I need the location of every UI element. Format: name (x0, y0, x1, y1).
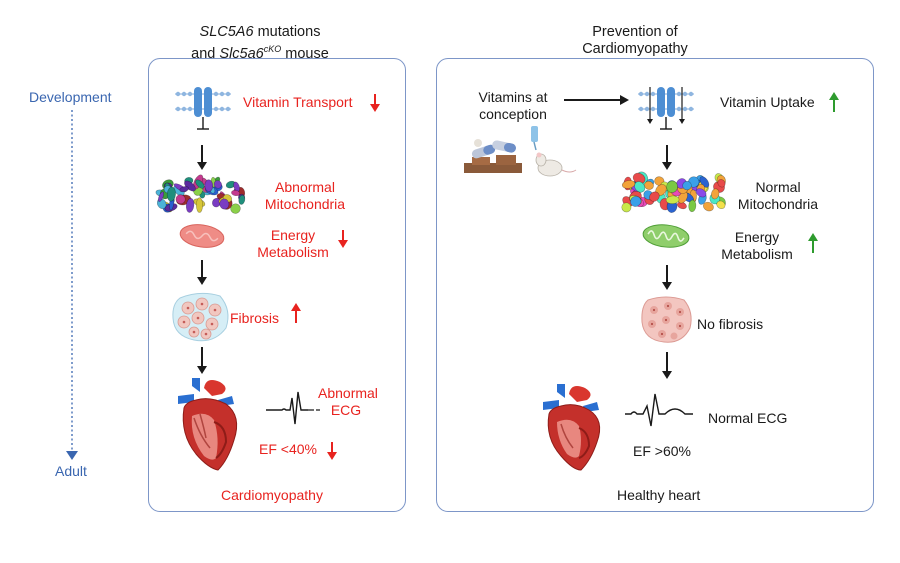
mito-blob (195, 179, 205, 189)
title-text: mutations (253, 24, 321, 40)
abnormal-mitochondria-icon (155, 174, 246, 214)
abnormal-ecg-line1: Abnormal (318, 385, 378, 401)
mito-blob (621, 180, 636, 189)
mito-blob (166, 186, 176, 202)
abnormal-mito-line1: Abnormal (275, 179, 335, 195)
normal-mito-line2: Mitochondria (737, 196, 819, 212)
vitamin-pills-icon (464, 139, 522, 173)
mito-blob (157, 191, 165, 202)
gene-name: SLC5A6 (199, 24, 254, 40)
timeline-end-label: Adult (55, 463, 87, 479)
up-arrow-icon (808, 233, 818, 253)
mito-blob (717, 179, 726, 188)
no-fibrosis-label: No fibrosis (697, 316, 764, 332)
up-arrow-icon (291, 303, 301, 323)
ef-right-label: EF >60% (633, 443, 691, 459)
right-title-line2: Cardiomyopathy (582, 41, 688, 57)
flow-arrow (662, 352, 672, 379)
flow-arrow (564, 95, 629, 105)
timeline-arrow (66, 110, 78, 460)
normal-ecg-trace (625, 393, 693, 427)
mito-blob (682, 180, 692, 191)
mito-blob (666, 180, 678, 193)
ef-left-label: EF <40% (259, 441, 317, 457)
mito-blob (649, 191, 660, 202)
mito-blob (665, 195, 680, 205)
fibrosis-label: Fibrosis (230, 310, 280, 326)
mouse-model: Slc5a6 (219, 45, 264, 62)
abnormal-ecg-line2: ECG (330, 402, 362, 418)
fibrotic-tissue-icon (172, 292, 229, 342)
flow-arrow (197, 260, 207, 285)
title-mouse-text: mouse (281, 45, 329, 62)
abnormal-ecg-trace (266, 391, 320, 425)
down-arrow-icon (327, 442, 337, 460)
flow-arrow (197, 145, 207, 170)
mito-blob (634, 181, 646, 193)
mito-blob (644, 180, 654, 190)
mito-blob (238, 194, 246, 205)
vitamins-line2: conception (479, 106, 547, 122)
mito-blob (688, 199, 697, 213)
mito-blob (630, 195, 642, 207)
down-arrow-icon (338, 230, 348, 248)
up-arrow-icon (829, 92, 839, 112)
mito-blob (213, 180, 222, 189)
normal-mitochondria-icon (621, 171, 726, 213)
mouse-icon (531, 126, 577, 177)
down-arrow-icon (370, 94, 380, 112)
vitamins-line1: Vitamins at (478, 89, 548, 105)
vitamin-uptake-label: Vitamin Uptake (720, 94, 815, 110)
left-panel (148, 58, 406, 512)
energy-line1: Energy (270, 227, 316, 243)
outcome-right-label: Healthy heart (617, 487, 701, 503)
timeline-start-label: Development (29, 89, 112, 105)
left-panel-title: SLC5A6 mutations and Slc5a6cKO mouse (190, 24, 330, 63)
energy-right-line1: Energy (734, 229, 780, 245)
abnormal-mito-line2: Mitochondria (264, 196, 346, 212)
mito-blob (716, 200, 726, 209)
right-panel-title: Prevention of Cardiomyopathy (555, 24, 715, 58)
vitamin-transport-label: Vitamin Transport (243, 94, 353, 110)
heart-icon (543, 384, 601, 471)
energy-right-line2: Metabolism (721, 246, 793, 262)
healthy-tissue-icon (641, 296, 692, 343)
normal-ecg-label: Normal ECG (708, 410, 788, 426)
mito-blob (695, 188, 707, 198)
outcome-left-label: Cardiomyopathy (221, 487, 323, 503)
mitochondrion-icon (642, 224, 690, 248)
energy-metabolism-label: Energy Metabolism (248, 227, 338, 261)
energy-metabolism-label-right: Energy Metabolism (712, 229, 802, 263)
mito-blob (219, 198, 230, 210)
transporter-icon (638, 87, 694, 130)
normal-mito-line1: Normal (755, 179, 801, 195)
mito-blob (621, 202, 632, 213)
abnormal-mitochondria-label: Abnormal Mitochondria (262, 179, 348, 213)
mito-blob (179, 186, 190, 193)
abnormal-ecg-label: Abnormal ECG (318, 385, 378, 419)
flow-arrow (662, 265, 672, 290)
right-panel (436, 58, 874, 512)
mouse-sup: cKO (263, 44, 282, 54)
mito-blob (702, 201, 714, 212)
transporter-icon (175, 87, 231, 130)
mito-blob (204, 179, 214, 192)
mito-blob (175, 194, 186, 205)
flow-arrow (662, 145, 672, 170)
energy-line2: Metabolism (257, 244, 329, 260)
normal-mitochondria-label: Normal Mitochondria (728, 179, 828, 213)
title-and: and (191, 45, 220, 62)
right-title-line1: Prevention of (592, 24, 678, 40)
heart-icon (178, 378, 238, 471)
mito-blob (231, 189, 241, 197)
mitochondrion-icon (179, 224, 225, 248)
mito-blob (230, 203, 241, 214)
flow-arrow (197, 347, 207, 374)
mito-blob (185, 198, 195, 213)
mito-blob (196, 197, 204, 213)
vitamins-label: Vitamins at conception (468, 89, 558, 123)
mito-blob (711, 188, 720, 200)
